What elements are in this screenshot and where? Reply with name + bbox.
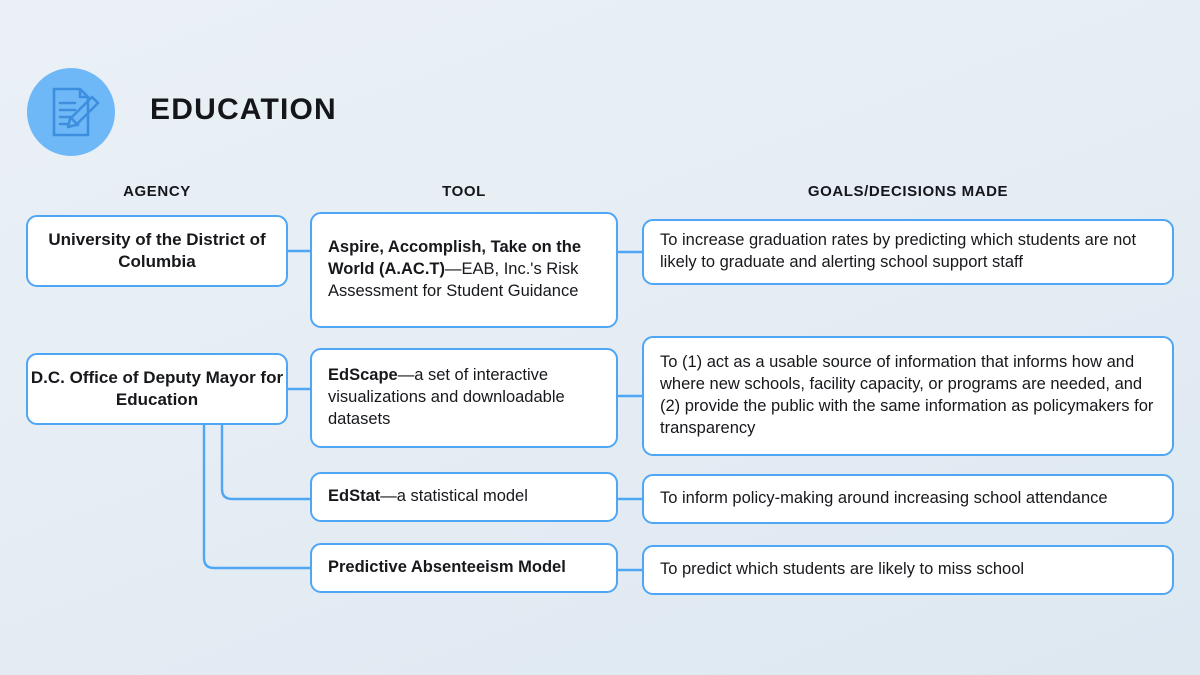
- document-pencil-icon: [26, 67, 116, 157]
- column-header-tool: TOOL: [442, 183, 486, 200]
- tool-box[interactable]: EdScape—a set of interactive visualizati…: [310, 348, 618, 448]
- tool-description: —EAB, Inc.'s Risk Assessment for Student…: [328, 260, 579, 300]
- agency-label: University of the District of Columbia: [48, 229, 266, 271]
- agency-box[interactable]: University of the District of Columbia: [26, 215, 288, 287]
- goals-label: To (1) act as a usable source of informa…: [660, 353, 1154, 437]
- agency-box[interactable]: D.C. Office of Deputy Mayor for Educatio…: [26, 353, 288, 425]
- goals-box[interactable]: To increase graduation rates by predicti…: [642, 219, 1174, 285]
- tool-label: Aspire, Accomplish, Take on the World (A…: [328, 237, 600, 303]
- tool-description: —a statistical model: [380, 487, 528, 506]
- tool-name: Predictive Absenteeism Model: [328, 558, 566, 577]
- tool-name: EdStat: [328, 487, 381, 506]
- goals-box[interactable]: To predict which students are likely to …: [642, 545, 1174, 595]
- goals-box[interactable]: To inform policy-making around increasin…: [642, 474, 1174, 524]
- tool-box[interactable]: Predictive Absenteeism Model: [310, 543, 618, 593]
- tool-box[interactable]: EdStat—a statistical model: [310, 472, 618, 522]
- goals-label: To increase graduation rates by predicti…: [660, 231, 1137, 271]
- tool-description: —a set of interactive visualizations and…: [328, 366, 565, 428]
- page-title: EDUCATION: [150, 93, 337, 126]
- agency-label: D.C. Office of Deputy Mayor for Educatio…: [30, 367, 284, 409]
- goals-box[interactable]: To (1) act as a usable source of informa…: [642, 336, 1174, 456]
- tool-label: EdScape—a set of interactive visualizati…: [328, 365, 600, 431]
- tool-name: EdScape: [328, 366, 398, 385]
- tool-box[interactable]: Aspire, Accomplish, Take on the World (A…: [310, 212, 618, 328]
- column-header-agency: AGENCY: [123, 183, 191, 200]
- tool-label: EdStat—a statistical model: [328, 486, 600, 508]
- column-header-goals: GOALS/DECISIONS MADE: [807, 183, 1009, 200]
- tool-label: Predictive Absenteeism Model: [328, 557, 600, 579]
- goals-label: To predict which students are likely to …: [660, 560, 1025, 579]
- goals-label: To inform policy-making around increasin…: [660, 489, 1108, 508]
- tool-name: Aspire, Accomplish, Take on the World (A…: [328, 238, 582, 279]
